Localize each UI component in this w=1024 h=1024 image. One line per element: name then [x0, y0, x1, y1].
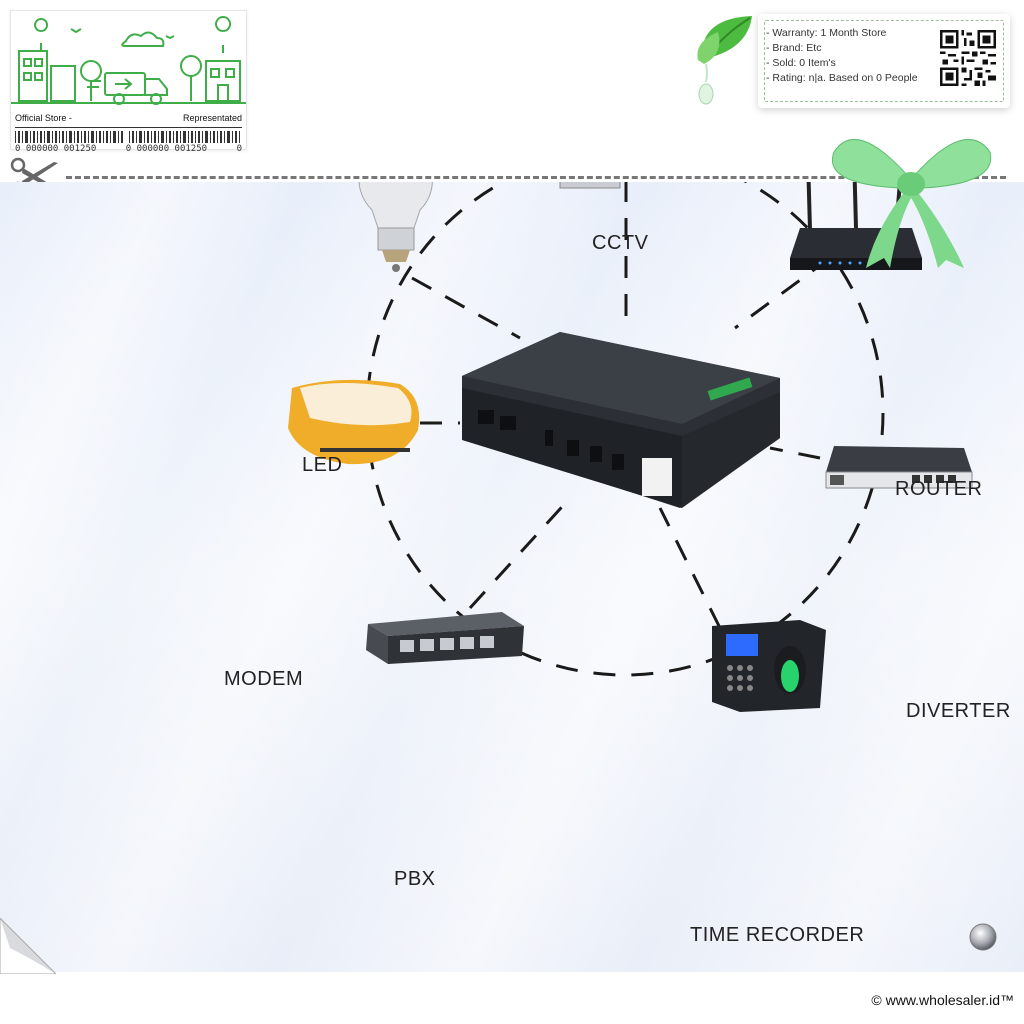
store-card: Official Store - Representated [10, 10, 247, 154]
product-info-card: - Warranty: 1 Month Store - Brand: Etc -… [758, 14, 1010, 108]
label-cctv: CCTV [592, 232, 649, 254]
info-warranty: - Warranty: 1 Month Store [766, 27, 887, 39]
cut-line-divider [66, 176, 1006, 179]
label-router: ROUTER [895, 478, 983, 500]
store-right-label: Representated [182, 113, 242, 123]
connection-diagram [288, 182, 973, 712]
info-sold: - Sold: 0 Item's [766, 57, 836, 69]
store-card-labels: Official Store - Representated [15, 113, 242, 128]
product-info-list: - Warranty: 1 Month Store - Brand: Etc -… [766, 26, 918, 86]
barcode-code-mid: 0 000000 001250 [125, 144, 208, 154]
barcode-code-right: 0 [236, 144, 242, 154]
label-pbx: PBX [394, 868, 436, 890]
ribbon-bow-icon [832, 138, 992, 268]
barcode-code-left: 0 000000 001250 [15, 144, 97, 154]
store-left-label: Official Store - [15, 113, 72, 123]
pbx-switch-icon [366, 612, 524, 664]
led-bulb-icon [358, 182, 433, 272]
copyright-footer: © www.wholesaler.id™ [871, 992, 1014, 1008]
metal-knob-icon [969, 923, 997, 951]
label-diverter: DIVERTER [906, 700, 1011, 722]
main-product-panel: CCTV LED ROUTER MODEM DIVERTER PBX TIME … [0, 182, 1024, 972]
diverter-switch-icon [825, 446, 973, 489]
barcode-numbers: 0 000000 001250 0 000000 001250 0 [15, 145, 242, 154]
info-card-border [764, 20, 1004, 102]
info-rating: - Rating: n|a. Based on 0 People [766, 72, 918, 84]
page-curl-icon [0, 918, 56, 974]
mini-ups-device [462, 332, 780, 508]
city-delivery-illustration [11, 16, 246, 105]
label-modem: MODEM [224, 668, 304, 690]
barcode-graphic [15, 131, 240, 143]
leaf-icon [697, 16, 752, 105]
modem-icon [288, 379, 420, 465]
label-time-recorder: TIME RECORDER [690, 924, 865, 946]
time-recorder-icon [712, 620, 826, 712]
info-brand: - Brand: Etc [766, 42, 822, 54]
label-led: LED [302, 454, 343, 476]
qr-code-icon[interactable] [940, 30, 996, 86]
cctv-camera-icon [559, 182, 621, 189]
